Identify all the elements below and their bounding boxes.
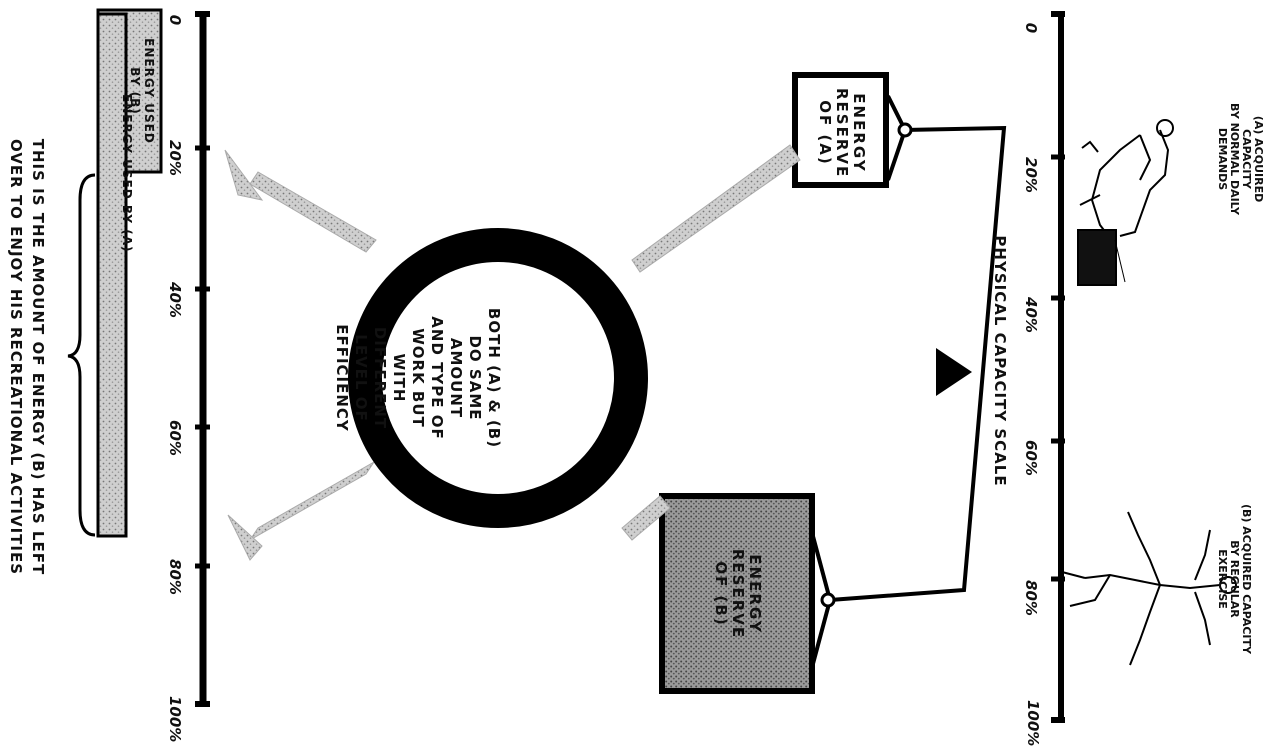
stippled-arrows <box>224 144 801 561</box>
top-tick-80: 80% <box>1022 580 1040 616</box>
bottom-tick-0: 0 <box>166 14 184 26</box>
top-tick-20: 20% <box>1022 157 1040 193</box>
bottom-tick-60: 60% <box>166 420 184 456</box>
figure-b-illustration <box>1061 511 1237 666</box>
top-tick-0: 0 <box>1022 22 1040 34</box>
circle-text: BOTH (A) & (B) DO SAME AMOUNT AND TYPE O… <box>333 307 503 449</box>
figure-a-caption: (A) ACQUIRED CAPACITY BY NORMAL DAILY DE… <box>1216 103 1265 215</box>
central-ring <box>348 228 648 528</box>
reserve-a-label: ENERGY RESERVE OF (A) <box>816 88 868 179</box>
top-tick-60: 60% <box>1022 440 1040 476</box>
figure-a-illustration <box>1077 119 1174 286</box>
energy-used-a-bar <box>96 12 128 538</box>
reserve-b-label: ENERGY RESERVE OF (B) <box>712 548 764 640</box>
brace <box>67 173 96 537</box>
reserve-a-box <box>792 72 889 188</box>
physical-capacity-scale <box>1051 11 1065 723</box>
bottom-tick-100: 100% <box>166 696 184 743</box>
bottom-tick-40: 40% <box>166 282 184 318</box>
brace-caption: THIS IS THE AMOUNT OF ENERGY (B) HAS LEF… <box>7 138 47 576</box>
top-tick-40: 40% <box>1022 297 1040 333</box>
energy-used-a-label: ENERGY USED BY (A) <box>120 94 134 253</box>
bottom-tick-80: 80% <box>166 559 184 595</box>
top-tick-100: 100% <box>1024 700 1042 747</box>
fulcrum-triangle <box>936 348 972 396</box>
figure-b-caption: (B) ACQUIRED CAPACITY BY REGULAR EXERCIS… <box>1216 504 1253 654</box>
bottom-tick-20: 20% <box>166 140 184 176</box>
physical-capacity-scale-title: PHYSICAL CAPACITY SCALE <box>991 235 1009 487</box>
reserve-b-box <box>659 493 815 694</box>
energy-used-scale <box>195 11 210 707</box>
